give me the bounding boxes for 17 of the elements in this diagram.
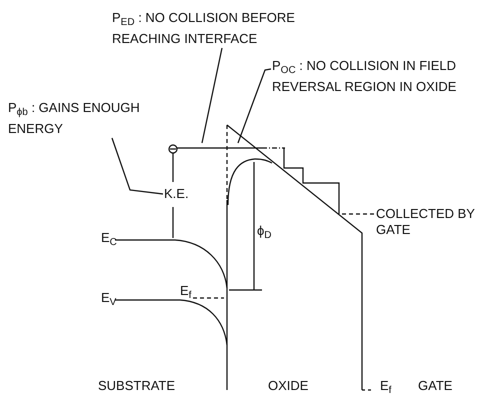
band-label: E$_{f}$	[180, 283, 192, 303]
band-label: SUBSTRATE	[98, 378, 176, 394]
callout-text: P$_{ϕb}$ : GAINS ENOUGH ENERGY	[8, 100, 168, 137]
band-label: E$_{C}$	[101, 230, 117, 250]
callout-text: COLLECTED BY GATE	[376, 206, 476, 238]
band-label: E$_{f}$	[380, 378, 392, 398]
leader-line	[201, 48, 223, 144]
band-label: GATE	[418, 378, 452, 394]
band-label: E$_{V}$	[101, 290, 116, 310]
band-label: OXIDE	[268, 378, 308, 394]
callout-text: K.E.	[164, 186, 204, 202]
band-label: ϕ$_{D}$	[257, 223, 272, 243]
leader-line	[237, 68, 272, 144]
callout-text: P$_{ED}$ : NO COLLISION BEFORE REACHING INTERFACE	[112, 10, 352, 47]
leader-line	[339, 213, 374, 215]
callout-text: P$_{OC}$ : NO COLLISION IN FIELD REVERSAL REGION IN OXIDE	[272, 58, 472, 95]
leader-line	[111, 138, 164, 195]
